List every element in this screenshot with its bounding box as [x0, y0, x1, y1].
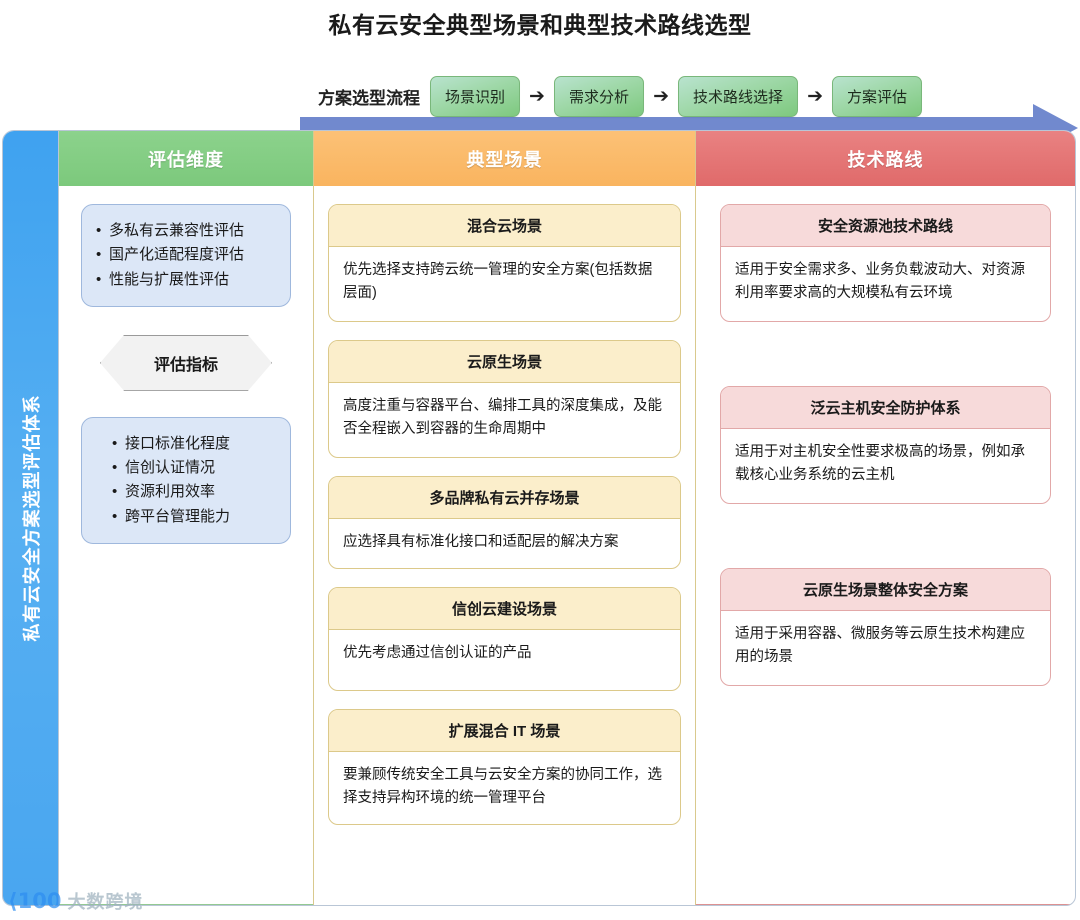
list-item: 接口标准化程度: [112, 432, 280, 457]
column-body-scenario: 混合云场景 优先选择支持跨云统一管理的安全方案(包括数据层面) 云原生场景 高度…: [314, 186, 695, 905]
column-body-dimension: 多私有云兼容性评估 国产化适配程度评估 性能与扩展性评估 评估指标 接口标准化程…: [59, 186, 313, 905]
matrix-board: 私有云安全方案选型评估体系 评估维度 多私有云兼容性评估 国产化适配程度评估 性…: [2, 130, 1076, 906]
evaluation-metrics-hexagon: 评估指标: [100, 334, 272, 391]
card-body: 高度注重与容器平台、编排工具的深度集成，及能否全程嵌入到容器的生命周期中: [343, 398, 662, 437]
flow-step-1[interactable]: 场景识别: [430, 76, 521, 117]
column-header-dimension: 评估维度: [59, 131, 313, 186]
list-item: 多私有云兼容性评估: [96, 219, 280, 244]
card-body: 要兼顾传统安全工具与云安全方案的协同工作，选择支持异构环境的统一管理平台: [343, 766, 662, 806]
flow-step-2[interactable]: 需求分析: [554, 76, 645, 117]
sidebar: 私有云安全方案选型评估体系: [3, 131, 59, 905]
card-title: 云原生场景: [329, 341, 680, 383]
column-header-scenario: 典型场景: [314, 131, 695, 186]
scenario-card-1[interactable]: 混合云场景 优先选择支持跨云统一管理的安全方案(包括数据层面): [328, 204, 681, 322]
card-title: 信创云建设场景: [329, 587, 680, 630]
flow-step-4[interactable]: 方案评估: [832, 76, 923, 117]
column-header-technology: 技术路线: [696, 131, 1075, 186]
scenario-card-2[interactable]: 云原生场景 高度注重与容器平台、编排工具的深度集成，及能否全程嵌入到容器的生命周…: [328, 340, 681, 458]
list-item: 跨平台管理能力: [112, 505, 280, 530]
page-title: 私有云安全典型场景和典型技术路线选型: [328, 12, 752, 38]
spacer: [720, 522, 1051, 568]
column-technology: 技术路线 安全资源池技术路线 适用于安全需求多、业务负载波动大、对资源利用率要求…: [696, 131, 1075, 905]
scenario-card-3[interactable]: 多品牌私有云并存场景 应选择具有标准化接口和适配层的解决方案: [328, 476, 681, 569]
selection-flow: 方案选型流程 场景识别 ➔ 需求分析 ➔ 技术路线选择 ➔ 方案评估: [318, 76, 923, 117]
list-item: 性能与扩展性评估: [96, 268, 280, 293]
card-title: 云原生场景整体安全方案: [721, 569, 1050, 611]
technology-card-2[interactable]: 泛云主机安全防护体系 适用于对主机安全性要求极高的场景，例如承载核心业务系统的云…: [720, 386, 1051, 504]
list-item: 信创认证情况: [112, 456, 280, 481]
columns-wrapper: 评估维度 多私有云兼容性评估 国产化适配程度评估 性能与扩展性评估 评估指标 接…: [59, 131, 1075, 905]
column-body-technology: 安全资源池技术路线 适用于安全需求多、业务负载波动大、对资源利用率要求高的大规模…: [696, 186, 1075, 905]
list-item: 资源利用效率: [112, 480, 280, 505]
scenario-card-4[interactable]: 信创云建设场景 优先考虑通过信创认证的产品: [328, 586, 681, 691]
flow-arrow-icon-2: ➔: [653, 86, 669, 107]
flow-arrow-icon-1: ➔: [529, 86, 545, 107]
flow-label: 方案选型流程: [318, 89, 420, 108]
card-title: 泛云主机安全防护体系: [721, 387, 1050, 429]
card-title: 多品牌私有云并存场景: [329, 477, 680, 519]
sidebar-title: 私有云安全方案选型评估体系: [21, 394, 42, 642]
column-scenario: 典型场景 混合云场景 优先选择支持跨云统一管理的安全方案(包括数据层面) 云原生…: [313, 131, 696, 905]
card-body: 应选择具有标准化接口和适配层的解决方案: [343, 534, 619, 550]
card-body: 优先选择支持跨云统一管理的安全方案(包括数据层面): [343, 262, 653, 301]
scenario-card-5[interactable]: 扩展混合 IT 场景 要兼顾传统安全工具与云安全方案的协同工作，选择支持异构环境…: [328, 708, 681, 825]
card-title: 安全资源池技术路线: [721, 205, 1050, 247]
card-body: 适用于安全需求多、业务负载波动大、对资源利用率要求高的大规模私有云环境: [735, 262, 1025, 301]
spacer: [720, 340, 1051, 386]
card-body: 优先考虑通过信创认证的产品: [343, 644, 532, 661]
dimension-bottom-bullets: 接口标准化程度 信创认证情况 资源利用效率 跨平台管理能力: [81, 416, 291, 545]
card-body: 适用于对主机安全性要求极高的场景，例如承载核心业务系统的云主机: [735, 444, 1025, 483]
card-title: 扩展混合 IT 场景: [329, 709, 680, 752]
dimension-top-bullets: 多私有云兼容性评估 国产化适配程度评估 性能与扩展性评估: [81, 204, 291, 307]
technology-card-1[interactable]: 安全资源池技术路线 适用于安全需求多、业务负载波动大、对资源利用率要求高的大规模…: [720, 204, 1051, 322]
flow-step-3[interactable]: 技术路线选择: [678, 76, 799, 117]
column-dimension: 评估维度 多私有云兼容性评估 国产化适配程度评估 性能与扩展性评估 评估指标 接…: [59, 131, 313, 905]
card-body: 适用于采用容器、微服务等云原生技术构建应用的场景: [735, 626, 1025, 665]
technology-card-3[interactable]: 云原生场景整体安全方案 适用于采用容器、微服务等云原生技术构建应用的场景: [720, 568, 1051, 686]
list-item: 国产化适配程度评估: [96, 243, 280, 268]
card-title: 混合云场景: [329, 205, 680, 247]
flow-arrow-icon-3: ➔: [807, 86, 823, 107]
